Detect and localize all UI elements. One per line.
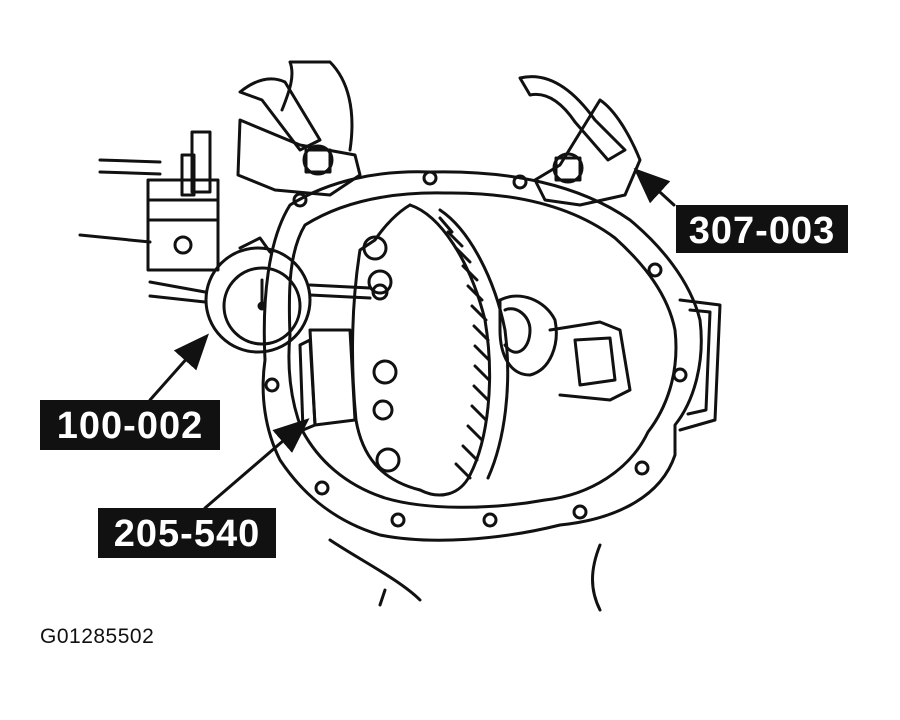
differential-housing xyxy=(261,170,722,612)
callout-100-002: 100-002 xyxy=(40,400,220,450)
adapter-plate-205-540 xyxy=(298,328,357,432)
spreader-tool-307-003 xyxy=(236,60,642,207)
callout-307-003: 307-003 xyxy=(676,205,848,253)
arrow-100-002 xyxy=(148,333,209,402)
arrow-307-003 xyxy=(633,167,676,207)
arrow-205-540 xyxy=(203,418,310,510)
ring-gear-carrier xyxy=(351,203,632,497)
figure-id: G01285502 xyxy=(40,625,155,648)
dial-indicator-100-002 xyxy=(78,130,389,354)
callout-205-540: 205-540 xyxy=(98,508,276,558)
